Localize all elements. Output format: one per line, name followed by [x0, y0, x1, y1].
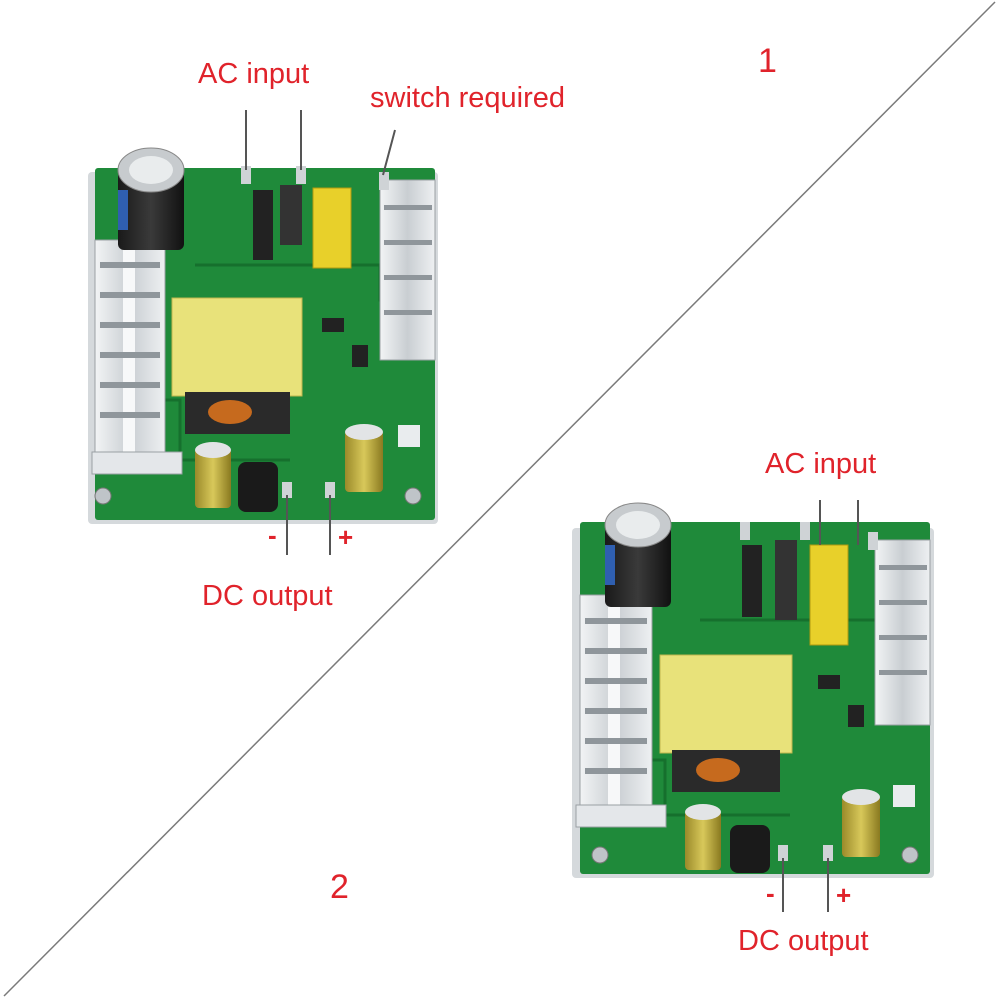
output-inductor-2 [730, 825, 770, 873]
output-inductor-1 [238, 462, 278, 512]
plus-label-1: + [338, 522, 354, 552]
output-capacitor-right-2 [842, 795, 880, 857]
power-supply-board-1 [88, 110, 438, 555]
heatsink-right-1 [379, 179, 436, 361]
choke-1 [280, 185, 302, 245]
output-capacitor-right-1 [345, 430, 383, 492]
panel-1-number: 1 [758, 42, 777, 80]
electrolytic-capacitor-2 [604, 502, 672, 607]
plus-label-2: + [836, 880, 852, 910]
output-capacitor-left-2 [685, 810, 721, 870]
minus-label-1: - [268, 520, 277, 550]
transformer-1 [171, 297, 303, 434]
dc-output-label-2: DC output [738, 925, 869, 957]
choke-2 [775, 540, 797, 620]
output-capacitor-left-1 [195, 448, 231, 508]
ac-input-label-2: AC input [765, 448, 877, 480]
transformer-2 [659, 654, 793, 792]
heatsink-right-2 [874, 539, 931, 726]
heatsink-left-1 [91, 239, 183, 475]
diagonal-divider [3, 1, 996, 997]
panel-2-number: 2 [330, 868, 349, 906]
x-capacitor-2 [809, 544, 849, 646]
heatsink-left-2 [575, 594, 667, 828]
electrolytic-capacitor-1 [117, 147, 185, 250]
minus-label-2: - [766, 878, 775, 908]
ac-input-label-1: AC input [198, 58, 310, 90]
dc-output-label-1: DC output [202, 580, 333, 612]
switch-required-label: switch required [370, 82, 566, 114]
x-capacitor-1 [312, 187, 352, 269]
power-supply-board-2 [572, 500, 934, 912]
